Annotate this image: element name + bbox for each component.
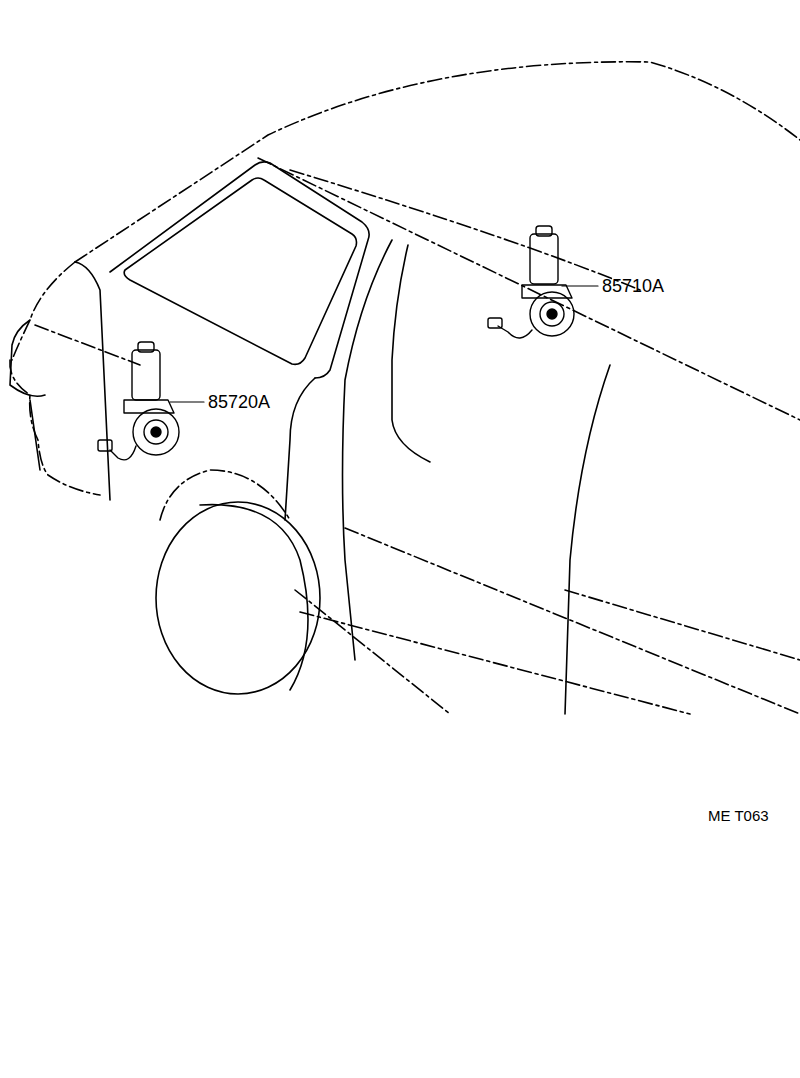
gear-hub xyxy=(144,420,168,444)
roof-side-line xyxy=(290,170,640,290)
headlight-line xyxy=(35,325,140,365)
wire-connector xyxy=(488,318,502,328)
motor-cap xyxy=(138,342,154,352)
body-phantom-lines xyxy=(10,62,800,714)
leader-line xyxy=(170,401,204,402)
window-frame xyxy=(110,162,369,378)
front-door-edge xyxy=(75,262,110,500)
gear-shaft xyxy=(547,309,557,319)
motor-wire xyxy=(110,446,136,460)
gear-hub xyxy=(540,302,564,326)
door-window xyxy=(124,178,356,364)
bumper-edge xyxy=(30,400,40,470)
b-pillar-line xyxy=(343,240,393,660)
slide-door-rear xyxy=(565,365,610,714)
motor-cap xyxy=(536,226,552,236)
front-grille xyxy=(10,320,45,396)
motor-wire xyxy=(498,326,532,338)
gear-case xyxy=(133,409,179,455)
side-line xyxy=(565,590,800,660)
sill-line xyxy=(300,612,690,714)
front-wheel xyxy=(156,502,320,694)
hood-line xyxy=(12,262,75,360)
front-bumper xyxy=(10,360,100,495)
wire-connector xyxy=(98,440,112,451)
drawing-code: ME T063 xyxy=(708,808,769,823)
part-number: 85720A xyxy=(208,393,270,411)
lower-belt-line xyxy=(345,528,800,714)
roof-line xyxy=(75,62,800,262)
leader-line xyxy=(562,285,598,286)
upper-belt-line xyxy=(258,158,800,420)
gear-shaft xyxy=(151,427,161,437)
part-number: 85710A xyxy=(602,277,664,295)
motor-housing xyxy=(132,350,160,400)
wheel-arch xyxy=(160,470,290,520)
window-regulator-motor xyxy=(98,342,204,460)
gear-case xyxy=(530,292,574,336)
rocker-line xyxy=(295,590,450,714)
window-regulator-motor xyxy=(488,226,598,338)
wheel-tread xyxy=(200,505,308,690)
slide-door-front xyxy=(392,245,430,462)
body-solid-lines xyxy=(10,162,610,714)
motor-housing xyxy=(530,234,558,284)
door-rear-edge xyxy=(285,378,315,520)
